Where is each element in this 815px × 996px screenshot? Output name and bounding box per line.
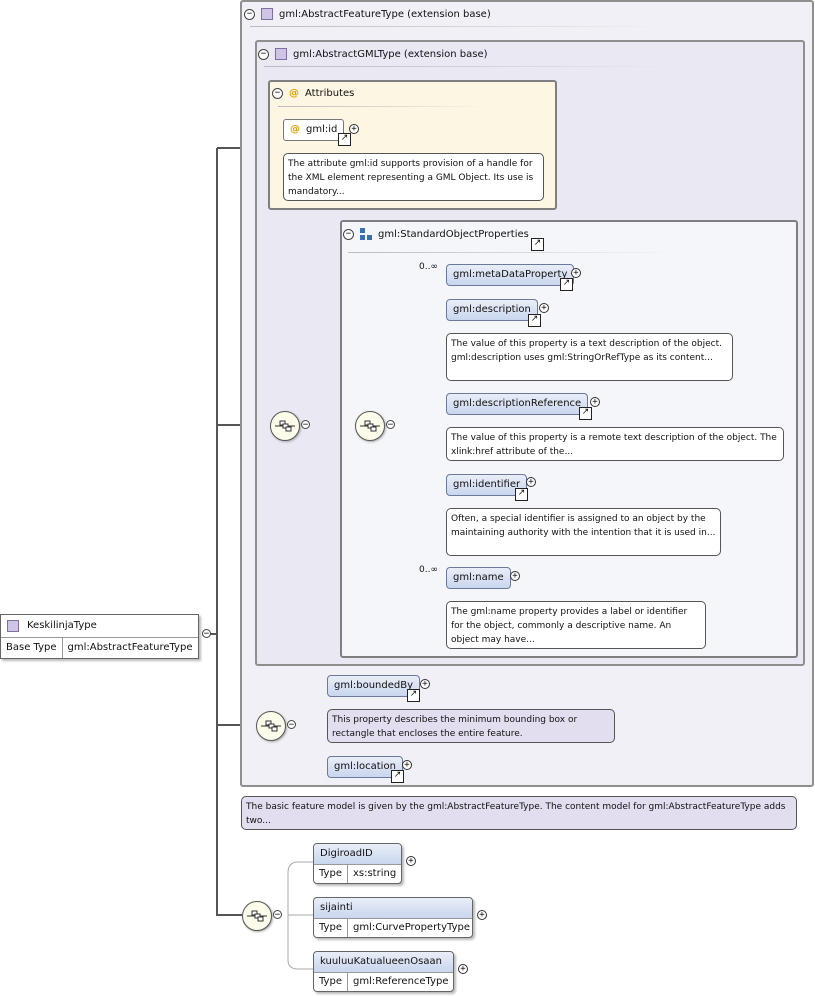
expand-icon[interactable]: + [349, 124, 359, 134]
compositor-collapse-icon[interactable]: − [386, 420, 395, 430]
gml-id-note-text: The attribute gml:id supports provision … [288, 159, 534, 197]
type-value: gml:CurvePropertyType [346, 919, 475, 937]
identifier-note-text: Often, a special identifier is assigned … [451, 514, 716, 538]
element-label: gml:descriptionReference [453, 398, 582, 409]
element-metadataproperty[interactable]: gml:metaDataProperty [446, 264, 575, 286]
link-arrow-icon[interactable]: ↗ [531, 238, 544, 251]
collapse-icon[interactable]: − [272, 88, 283, 99]
standard-object-properties-header: − gml:StandardObjectProperties [343, 228, 529, 240]
collapse-icon[interactable]: − [343, 228, 354, 240]
element-label: gml:metaDataProperty [453, 269, 568, 280]
abstract-feature-note-text: The basic feature model is given by the … [246, 802, 786, 826]
expand-icon[interactable]: + [539, 303, 549, 313]
compositor-collapse-icon[interactable]: − [273, 910, 282, 920]
compositor-collapse-icon[interactable]: − [301, 420, 310, 430]
complex-type-icon [261, 8, 273, 20]
element-bounded-by[interactable]: gml:boundedBy [327, 675, 421, 697]
description-reference-note: The value of this property is a remote t… [446, 427, 784, 461]
element-kuuluukatualueenosaan[interactable]: kuuluuKatualueenOsaan Type gml:Reference… [313, 951, 454, 992]
expand-icon[interactable]: + [402, 760, 412, 770]
link-arrow-icon[interactable]: ↗ [560, 278, 573, 291]
bounded-by-note-text: This property describes the minimum boun… [332, 715, 578, 739]
root-collapse-icon[interactable]: − [202, 629, 211, 639]
header-divider [278, 106, 488, 107]
expand-icon[interactable]: + [420, 679, 430, 689]
expand-icon[interactable]: + [458, 964, 468, 974]
link-arrow-icon[interactable]: ↗ [579, 407, 592, 420]
gml-id-note: The attribute gml:id supports provision … [283, 153, 544, 201]
expand-icon[interactable]: + [406, 856, 416, 866]
attribute-icon: @ [290, 124, 300, 135]
element-name-header: DigiroadID [314, 844, 401, 865]
abstract-feature-title: gml:AbstractFeatureType (extension base) [279, 8, 491, 20]
link-arrow-icon[interactable]: ↗ [391, 770, 404, 783]
standard-object-properties-title: gml:StandardObjectProperties [378, 228, 529, 240]
element-label: gml:description [453, 304, 531, 315]
abstract-gml-header: − gml:AbstractGMLType (extension base) [258, 48, 488, 60]
type-label: Type [319, 868, 342, 879]
description-reference-note-text: The value of this property is a remote t… [451, 433, 777, 457]
type-label: Type [319, 976, 342, 987]
gml-id-attribute[interactable]: @ gml:id [283, 119, 345, 141]
occurrence-label: 0..∞ [419, 565, 438, 575]
element-name[interactable]: gml:name [446, 567, 511, 589]
expand-icon[interactable]: + [526, 477, 536, 487]
attributes-title: Attributes [305, 88, 355, 99]
element-label: gml:boundedBy [334, 680, 414, 691]
gml-id-label: gml:id [306, 124, 338, 135]
header-divider [264, 66, 674, 67]
link-arrow-icon[interactable]: ↗ [528, 314, 541, 327]
element-description[interactable]: gml:description [446, 299, 538, 321]
root-type-box[interactable]: KeskilinjaType Base Type gml:AbstractFea… [0, 614, 199, 659]
element-name-header: kuuluuKatualueenOsaan [314, 952, 453, 973]
description-note: The value of this property is a text des… [446, 333, 733, 381]
compositor-collapse-icon[interactable]: − [287, 720, 296, 730]
header-divider [250, 26, 670, 27]
attribute-icon: @ [289, 88, 299, 99]
bounded-by-note: This property describes the minimum boun… [327, 709, 615, 743]
group-icon [360, 228, 372, 240]
abstract-feature-header: − gml:AbstractFeatureType (extension bas… [244, 8, 491, 20]
base-type-value: gml:AbstractFeatureType [61, 638, 198, 658]
name-note: The gml:name property provides a label o… [446, 601, 706, 649]
expand-icon[interactable]: + [510, 571, 520, 581]
link-arrow-icon[interactable]: ↗ [515, 488, 528, 501]
sequence-compositor-icon[interactable] [270, 411, 300, 441]
element-label: gml:identifier [453, 479, 521, 490]
sequence-compositor-icon[interactable] [355, 411, 385, 441]
element-digiroadid[interactable]: DigiroadID Type xs:string [313, 843, 402, 884]
abstract-gml-title: gml:AbstractGMLType (extension base) [293, 48, 488, 60]
header-divider [348, 252, 678, 253]
element-name-header: sijainti [314, 898, 472, 919]
description-note-text: The value of this property is a text des… [451, 339, 722, 363]
element-sijainti[interactable]: sijainti Type gml:CurvePropertyType [313, 897, 473, 938]
occurrence-label: 0..∞ [419, 262, 438, 272]
link-arrow-icon[interactable]: ↗ [338, 133, 351, 146]
base-type-label: Base Type [6, 642, 57, 653]
complex-type-icon [275, 48, 287, 60]
link-arrow-icon[interactable]: ↗ [407, 689, 420, 702]
element-description-reference[interactable]: gml:descriptionReference [446, 393, 589, 415]
expand-icon[interactable]: + [590, 397, 600, 407]
expand-icon[interactable]: + [477, 910, 487, 920]
type-value: gml:ReferenceType [346, 973, 454, 991]
element-label: gml:name [453, 572, 504, 583]
abstract-feature-note: The basic feature model is given by the … [241, 796, 797, 830]
sequence-compositor-icon[interactable] [256, 711, 286, 741]
expand-icon[interactable]: + [571, 268, 581, 278]
element-label: gml:location [334, 761, 396, 772]
root-type-name: KeskilinjaType [27, 620, 97, 631]
sequence-compositor-icon[interactable] [242, 901, 272, 931]
identifier-note: Often, a special identifier is assigned … [446, 508, 721, 556]
type-value: xs:string [346, 865, 401, 883]
type-label: Type [319, 922, 342, 933]
collapse-icon[interactable]: − [244, 8, 255, 20]
name-note-text: The gml:name property provides a label o… [451, 607, 688, 645]
collapse-icon[interactable]: − [258, 48, 269, 60]
attributes-header: − @ Attributes [272, 88, 354, 99]
complex-type-icon [7, 620, 19, 632]
